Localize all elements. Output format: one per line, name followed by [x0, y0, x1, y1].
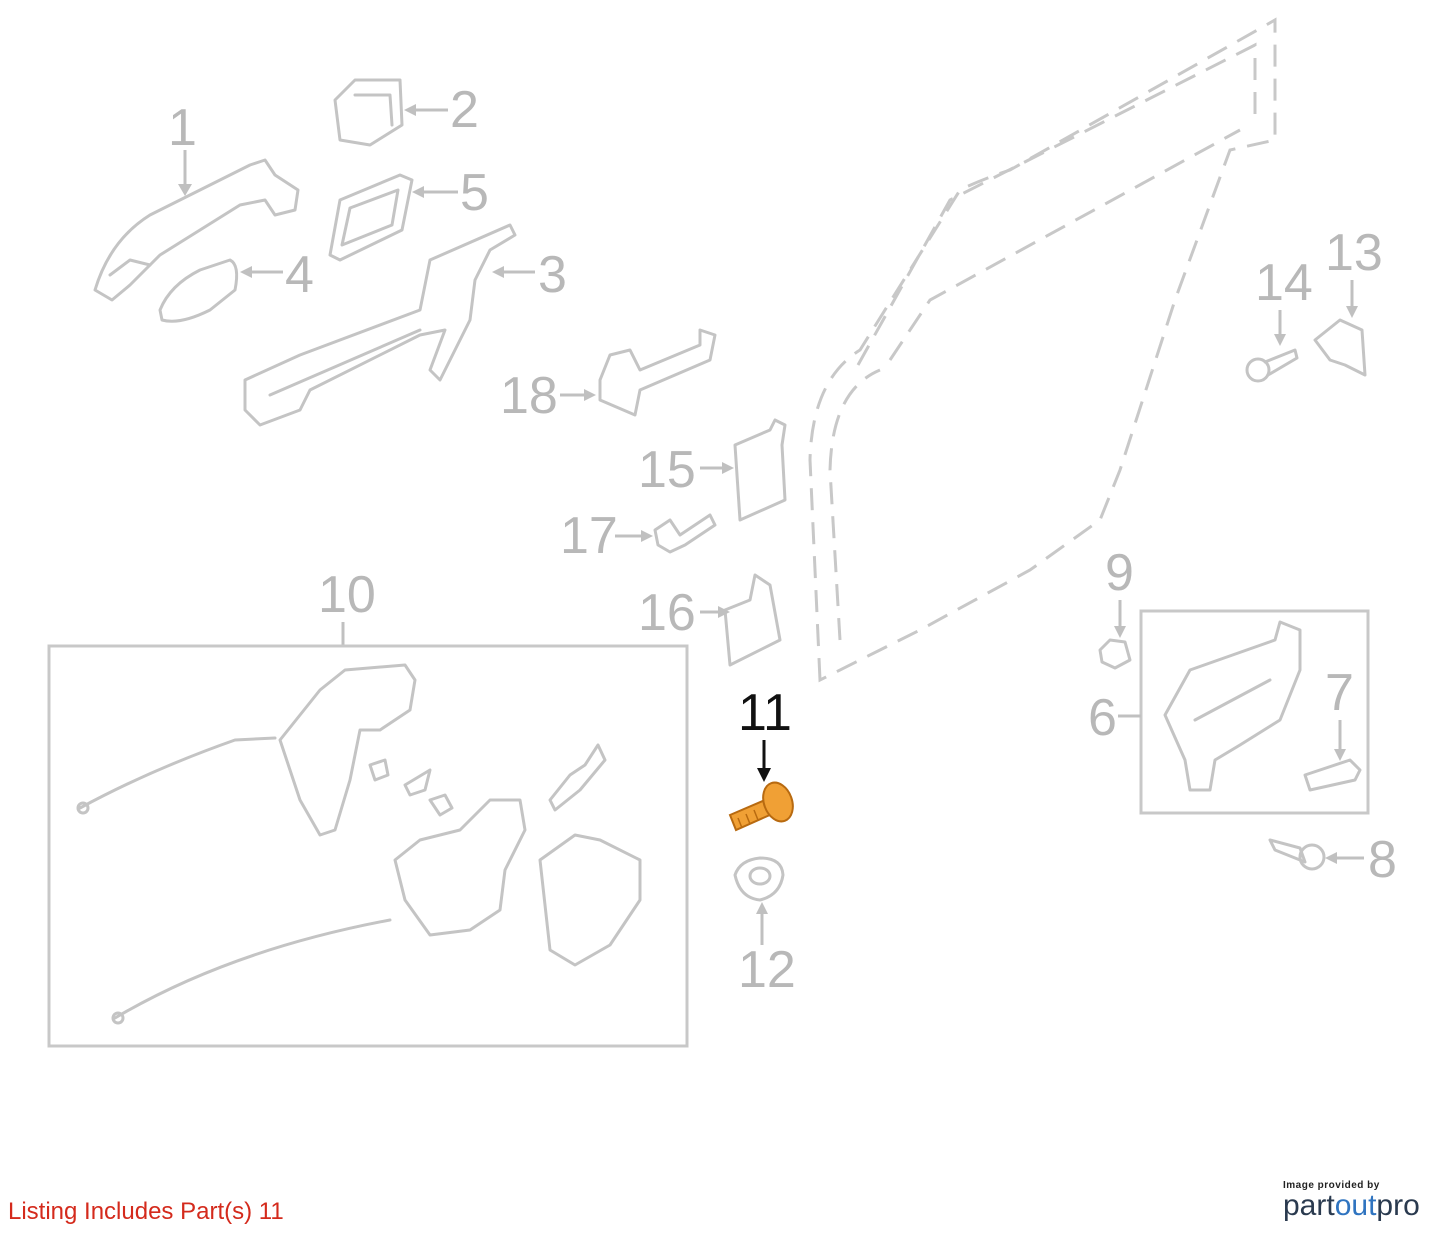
callout-17: 17	[560, 507, 618, 565]
part-latch-assembly	[76, 663, 642, 1025]
part-screw-8	[1268, 838, 1326, 871]
part-hinge-bolt	[653, 513, 717, 554]
door-outline	[808, 17, 1277, 683]
part-handle-pad	[158, 258, 239, 323]
part-hinge-upper	[733, 418, 787, 522]
part-door-check	[598, 328, 717, 417]
callout-10: 10	[318, 566, 376, 624]
part-screw-14	[1245, 348, 1299, 383]
callout-18: 18	[500, 367, 558, 425]
part-gasket	[328, 173, 414, 262]
listing-caption: Listing Includes Part(s) 11	[8, 1198, 284, 1225]
callout-11: 11	[738, 684, 792, 742]
part-outer-handle	[93, 158, 300, 302]
part-inner-cap	[1303, 758, 1362, 792]
partoutpro-logo: partoutpro	[1283, 1189, 1420, 1222]
callout-6: 6	[1088, 689, 1117, 747]
credit-label: Image provided by	[1283, 1180, 1380, 1191]
part-handle-bracket	[243, 223, 517, 427]
image-credit: Image provided by partoutpro	[1283, 1180, 1433, 1223]
part-striker	[1313, 318, 1367, 377]
part-washer	[733, 856, 785, 902]
part-hinge-lower	[723, 573, 782, 667]
callout-3: 3	[538, 246, 567, 304]
callout-4: 4	[285, 246, 314, 304]
callout-16: 16	[638, 584, 696, 642]
callout-7: 7	[1325, 664, 1354, 722]
callout-13: 13	[1325, 224, 1383, 282]
callout-1: 1	[168, 99, 197, 157]
callout-5: 5	[460, 164, 489, 222]
callout-2: 2	[450, 81, 479, 139]
callout-8: 8	[1368, 831, 1397, 889]
callout-15: 15	[638, 441, 696, 499]
latch-assembly-box	[47, 644, 689, 1048]
callout-12: 12	[738, 941, 796, 999]
inner-handle-box	[1139, 609, 1370, 815]
part-grommet	[1098, 638, 1132, 670]
part-inner-handle	[1163, 620, 1302, 792]
part-bolt-11	[728, 781, 794, 832]
callout-14: 14	[1255, 254, 1313, 312]
callout-9: 9	[1105, 544, 1134, 602]
part-handle-cap	[333, 78, 404, 147]
